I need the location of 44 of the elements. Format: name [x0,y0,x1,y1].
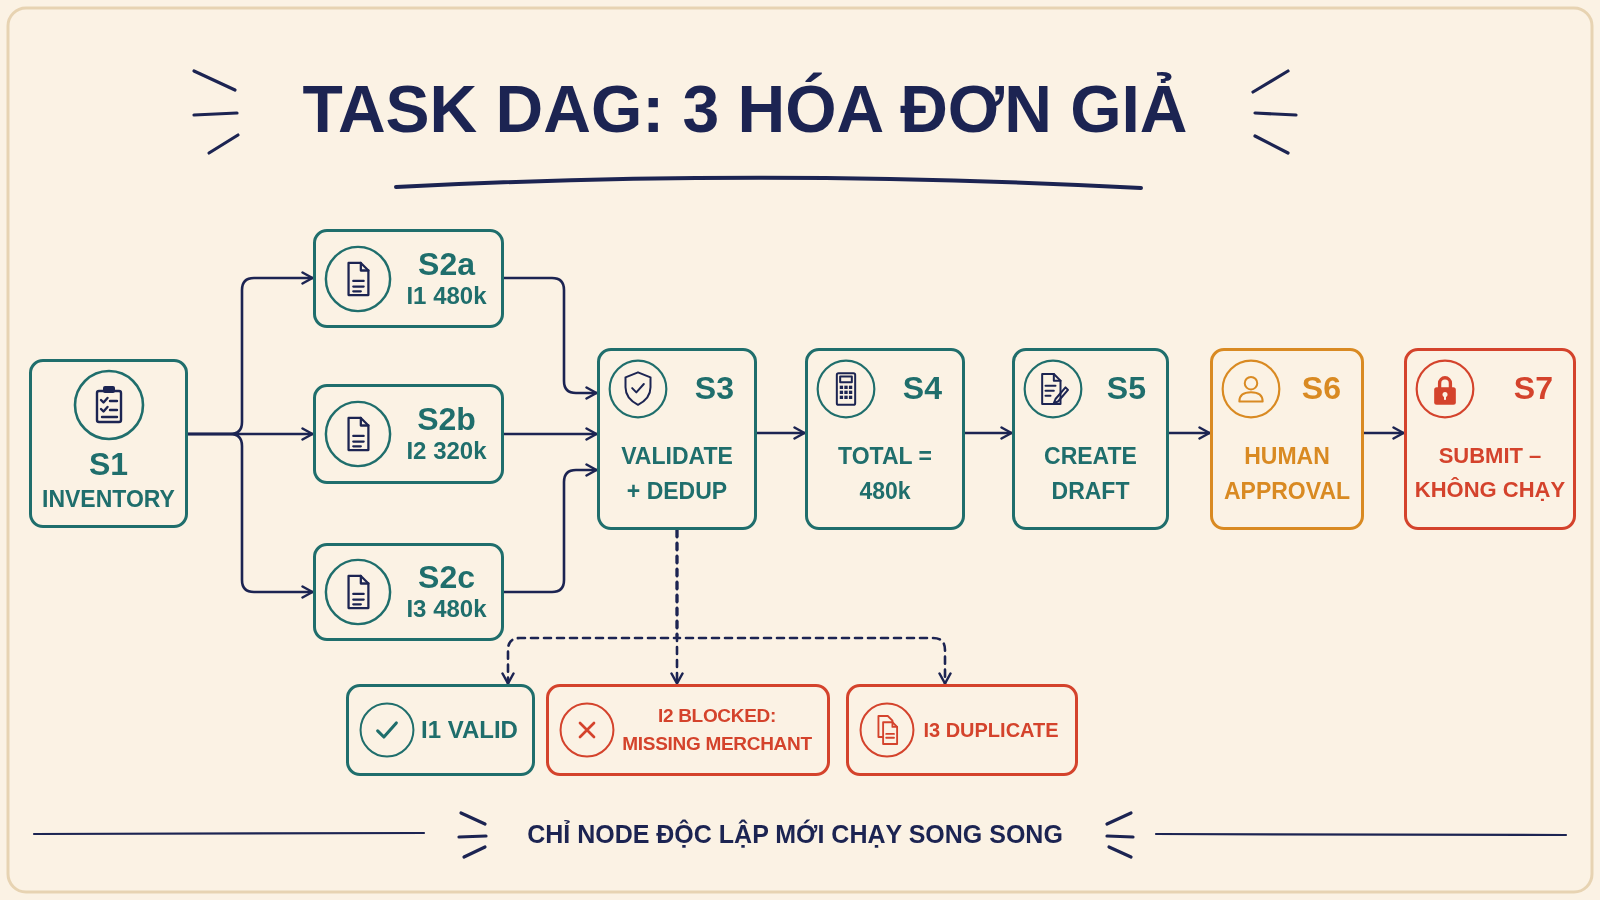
step-id: S4 [902,371,942,407]
step-card [1404,348,1576,530]
step-id: S7 [1513,371,1553,407]
arrow [755,426,807,440]
result-label: I1 VALID [421,715,518,745]
arrow [502,463,599,594]
step-id: S2b [417,402,476,438]
step-card [313,384,504,484]
arrow [502,427,599,441]
result-label: I3 DUPLICATE [923,718,1059,742]
result-card [346,684,535,776]
result-label: I2 BLOCKED: MISSING MERCHANT [621,704,813,756]
step-label: HUMAN APPROVAL [1222,442,1352,506]
step-id: S2c [418,560,475,596]
step-card [29,359,188,528]
result-card [846,684,1078,776]
step-label: TOTAL = 480k [837,442,933,506]
arrow [1167,426,1212,440]
invoice-amount: I1 480k [406,281,487,311]
step-id: S6 [1301,371,1341,407]
invoice-amount: I2 320k [406,437,487,466]
step-card [597,348,757,530]
arrow [1362,426,1406,440]
step-card [313,543,504,641]
step-card [805,348,965,530]
title: TASK DAG: 3 HÓA ĐƠN GIẢ [302,71,1188,148]
step-card [1012,348,1169,530]
step-card [1210,348,1364,530]
step-id: S5 [1106,371,1146,407]
invoice-amount: I3 480k [406,595,487,624]
step-label: SUBMIT – KHÔNG CHẠY [1413,442,1567,505]
step-label: INVENTORY [42,486,175,514]
dashed-arrow [675,528,952,686]
caption: CHỈ NODE ĐỘC LẬP MỚI CHẠY SONG SONG [527,819,1063,849]
step-card [313,229,504,328]
step-id: S3 [694,371,734,407]
arrow [186,432,315,599]
step-id: S2a [418,246,475,282]
arrow [502,276,599,400]
arrow [963,426,1014,440]
step-id: S1 [88,447,129,483]
result-card [546,684,830,776]
step-label: CREATE DRAFT [1043,442,1138,506]
step-label: VALIDATE + DEDUP [620,442,734,506]
